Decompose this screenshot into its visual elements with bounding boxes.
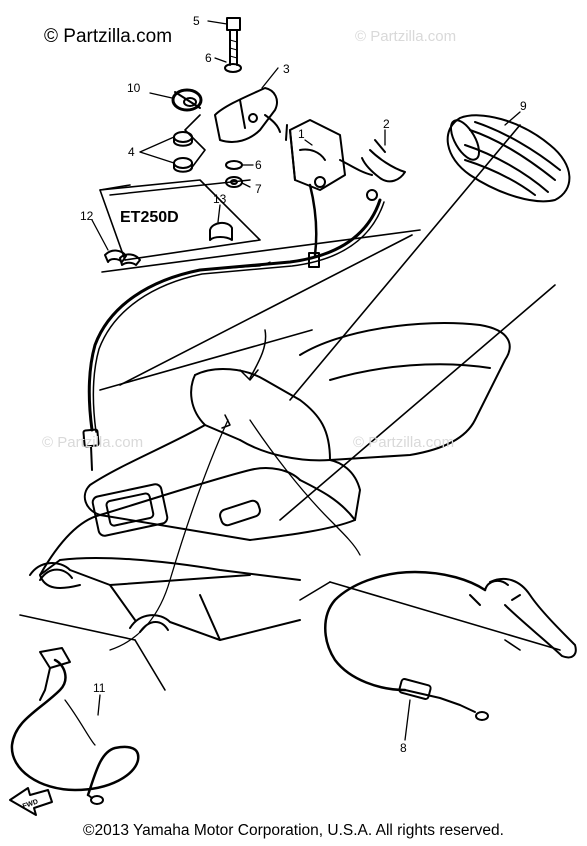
leader-lines (91, 20, 521, 741)
watermark-faint-top-right: © Partzilla.com (355, 28, 457, 45)
washer-6b (225, 160, 243, 170)
lever-bracket (214, 87, 281, 143)
throttle-cable (82, 189, 385, 471)
model-label: ET250D (120, 209, 179, 226)
callout-5: 5 (193, 14, 200, 28)
brake-switch (285, 119, 373, 268)
watermark-faint-mid-left: © Partzilla.com (42, 434, 144, 451)
callout-2: 2 (383, 117, 390, 131)
washer-6a (224, 63, 242, 73)
callout-4: 4 (128, 145, 135, 159)
clamp-12 (104, 249, 141, 266)
callout-7: 7 (255, 182, 262, 196)
clip-part (361, 139, 406, 183)
model-panel (109, 179, 251, 196)
callout-6a: 6 (205, 51, 212, 65)
clamp-13 (209, 222, 233, 241)
callout-8: 8 (400, 741, 407, 755)
snowmobile-body (29, 322, 511, 641)
callout-11: 11 (93, 681, 106, 695)
brake-lever (484, 577, 577, 659)
fwd-arrow-icon (9, 787, 53, 816)
pointer-arrows (109, 329, 361, 651)
bolt-5 (226, 17, 241, 66)
callout-1: 1 (298, 127, 305, 141)
callout-12: 12 (80, 209, 94, 223)
callout-6b: 6 (255, 158, 262, 172)
watermark-main: © Partzilla.com (44, 26, 173, 47)
callout-9: 9 (520, 99, 527, 113)
callout-10: 10 (127, 81, 141, 95)
damper-4 (173, 131, 193, 173)
copyright-footer: ©2013 Yamaha Motor Corporation, U.S.A. A… (83, 822, 504, 839)
brake-cable (324, 570, 489, 721)
callout-numbers: 5 6 3 10 2 9 1 4 6 7 13 12 11 8 ET250D F… (22, 14, 527, 810)
reference-lines (19, 114, 561, 691)
callout-3: 3 (283, 62, 290, 76)
callout-13: 13 (213, 192, 227, 206)
watermark-faint-mid-right: © Partzilla.com (353, 434, 455, 451)
choke-cable (10, 647, 140, 805)
spacer-10 (171, 88, 203, 112)
grip-part (446, 114, 571, 203)
